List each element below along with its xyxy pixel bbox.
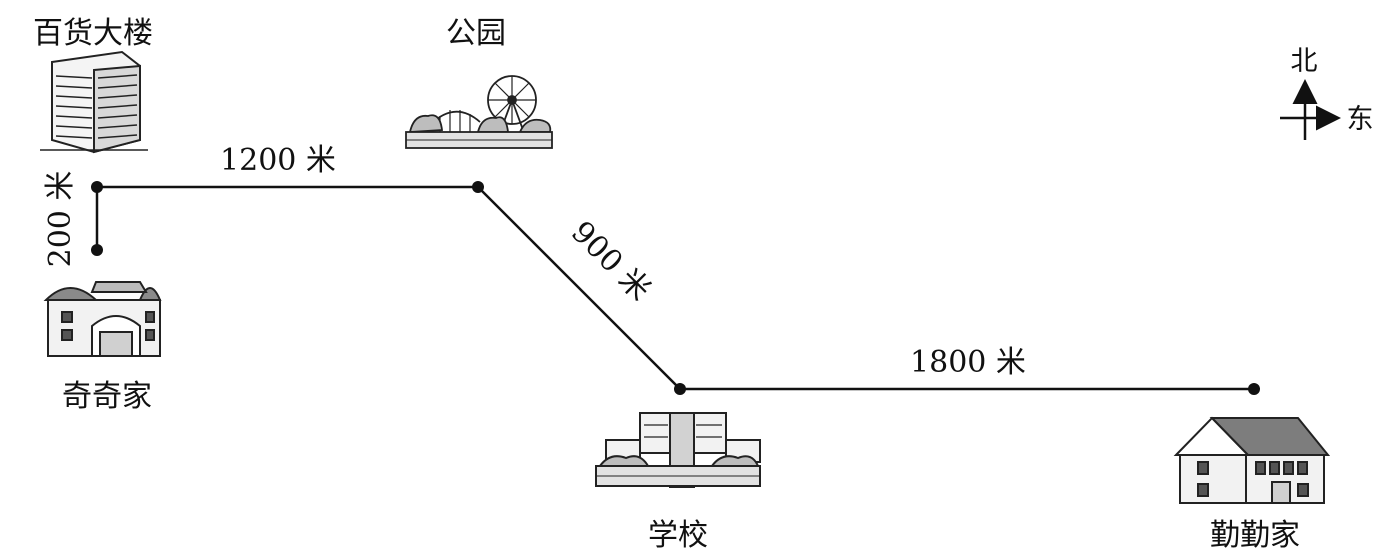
route-points xyxy=(91,181,1260,395)
point-school xyxy=(674,383,686,395)
label-qinqin-home: 勤勤家 xyxy=(1210,518,1300,553)
label-department-store: 百货大楼 xyxy=(33,16,153,51)
park-icon xyxy=(405,75,553,149)
distance-park-to-school: 900 米 xyxy=(564,215,657,308)
route-lines xyxy=(95,185,1254,391)
compass: 北 东 xyxy=(1280,46,1374,140)
distance-qiqi-to-store: 200 米 xyxy=(43,171,78,268)
distance-school-to-qinqin: 1800 米 xyxy=(910,345,1026,380)
point-department-store xyxy=(91,181,103,193)
distance-store-to-park: 1200 米 xyxy=(220,143,336,178)
label-park: 公园 xyxy=(446,16,506,51)
compass-north-label: 北 xyxy=(1291,46,1318,77)
label-qiqi-home: 奇奇家 xyxy=(62,379,152,414)
qinqin-home-icon xyxy=(1173,416,1331,504)
qiqi-home-icon xyxy=(43,281,162,357)
school-icon xyxy=(595,412,761,488)
point-park xyxy=(472,181,484,193)
compass-east-label: 东 xyxy=(1347,104,1374,135)
label-school: 学校 xyxy=(648,518,708,553)
department-store-icon xyxy=(40,50,148,154)
route-park-to-school xyxy=(477,186,681,390)
point-qiqi-home xyxy=(91,244,103,256)
point-qinqin-home xyxy=(1248,383,1260,395)
